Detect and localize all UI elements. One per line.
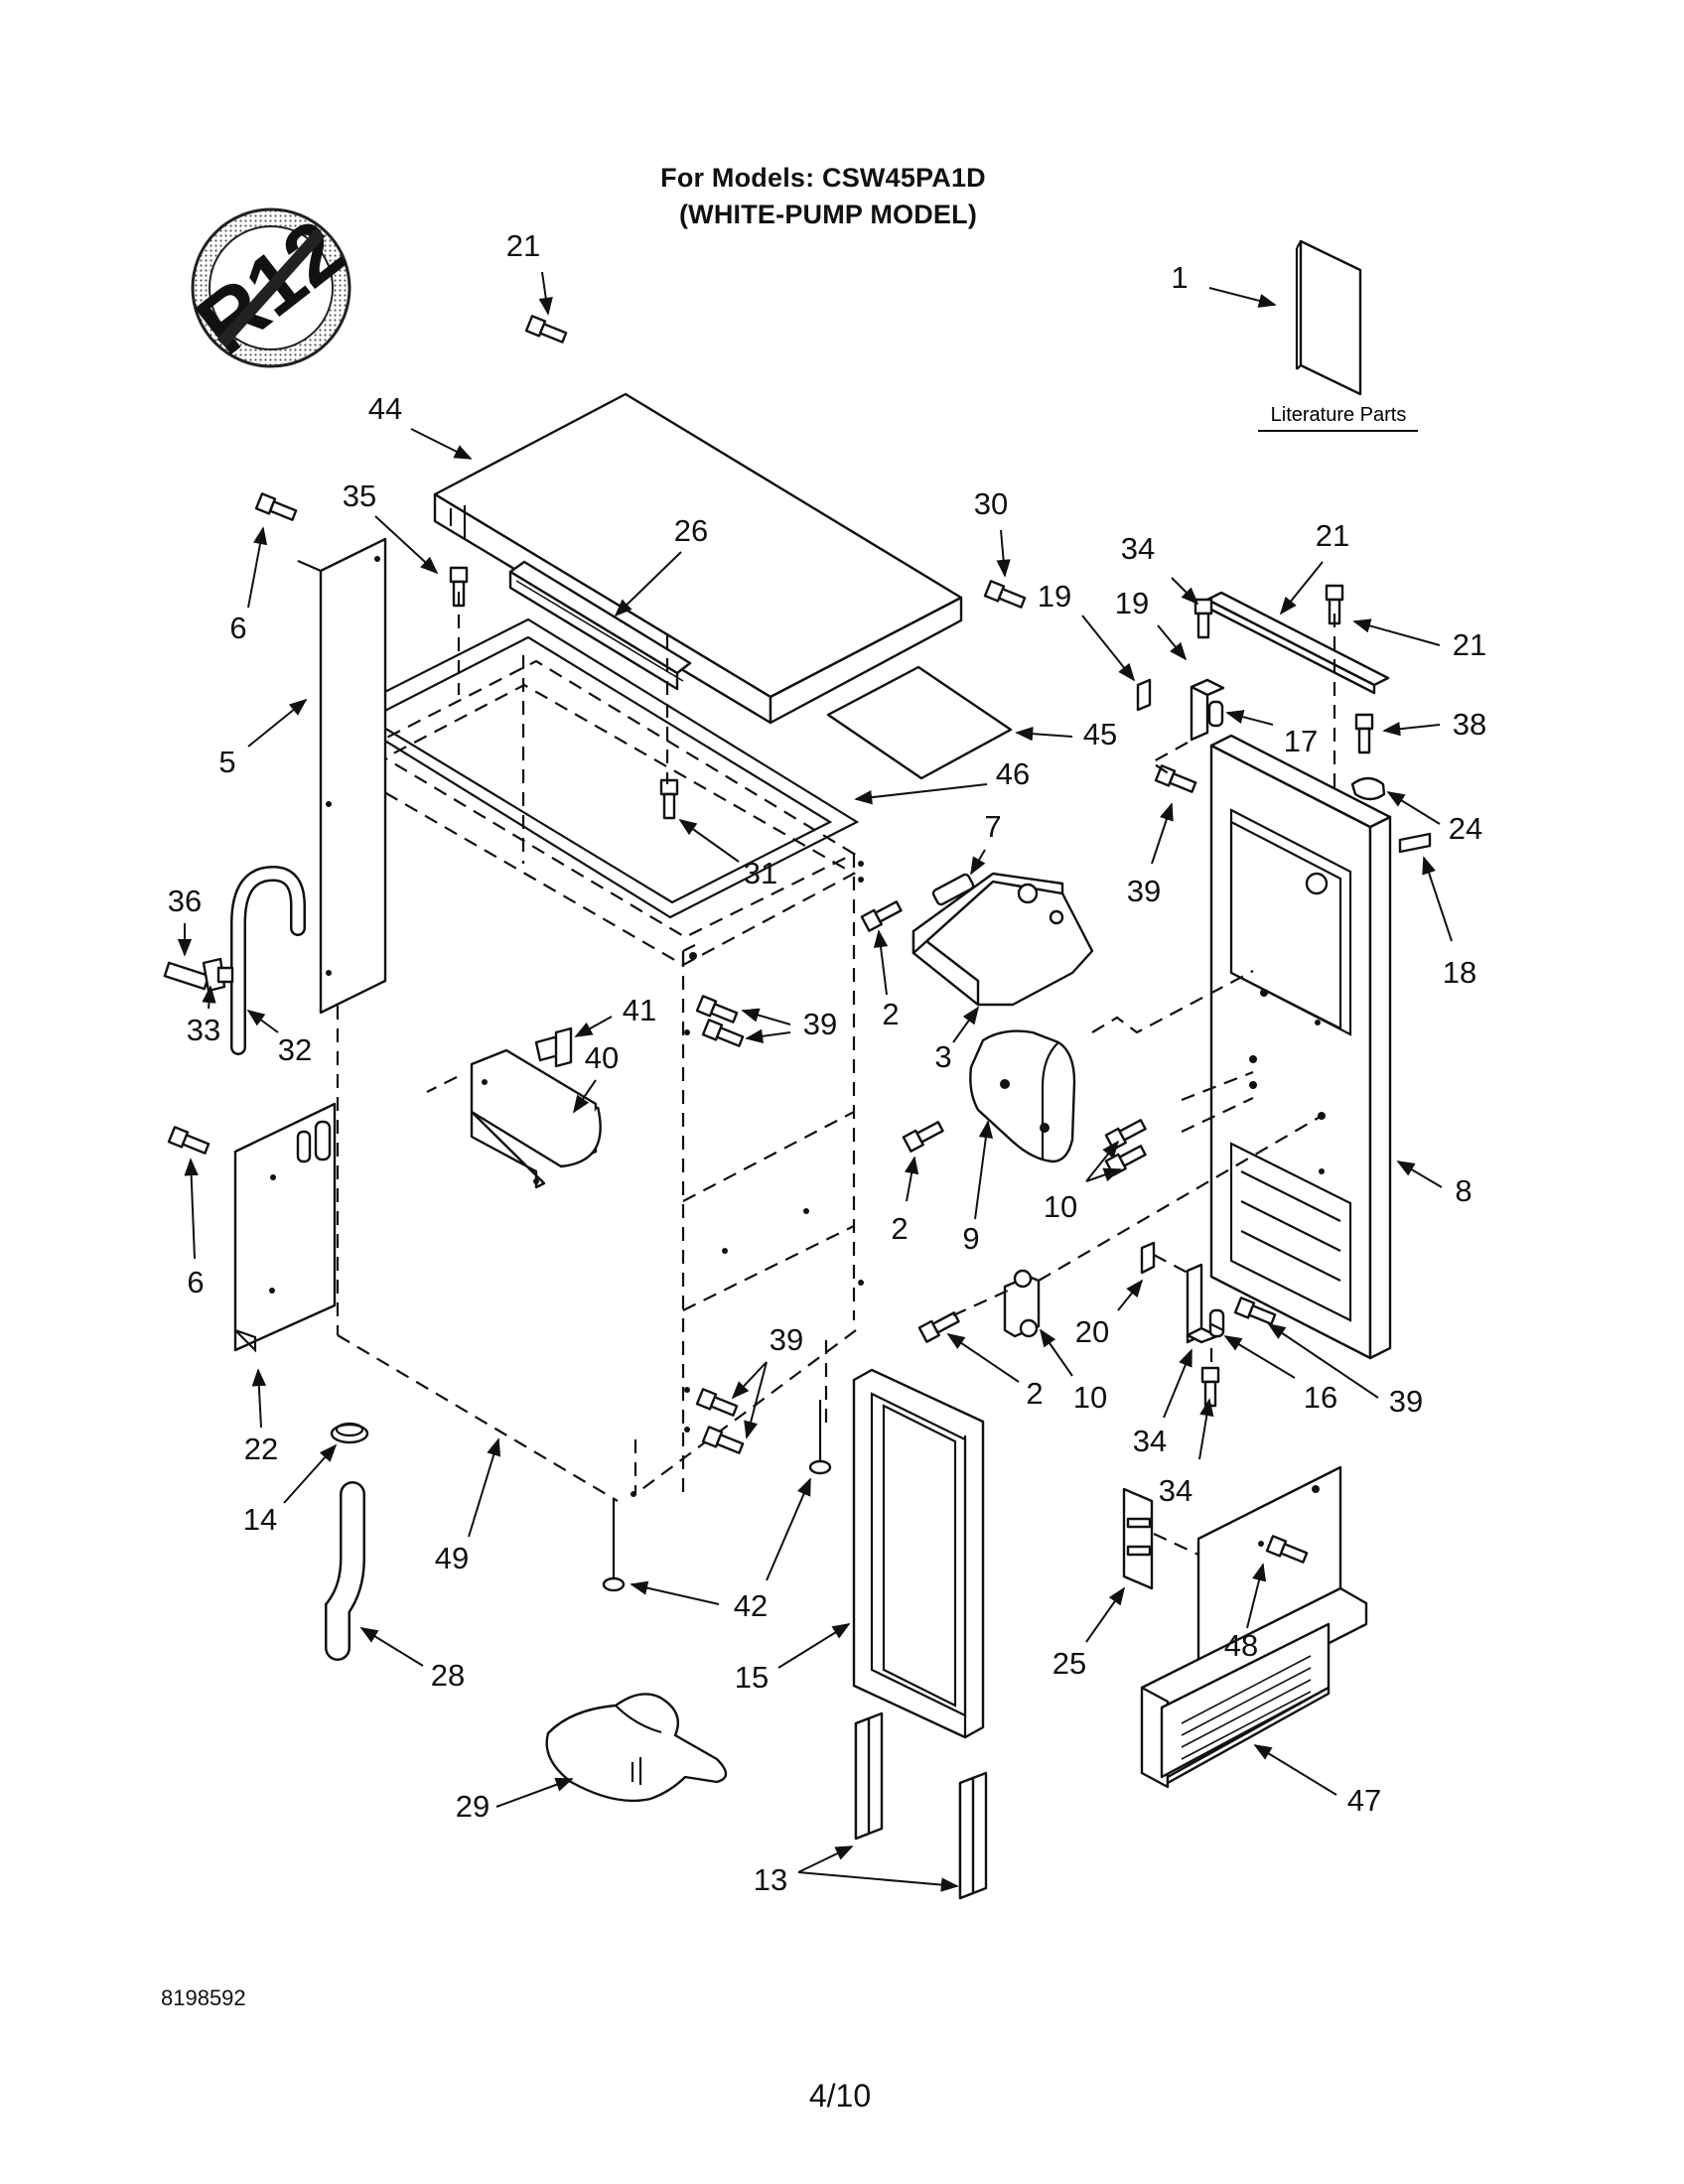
callout-29: 29 [456,1789,490,1824]
callout-2b: 2 [891,1211,908,1246]
clip-41 [534,1026,573,1068]
callout-46: 46 [996,756,1030,791]
assembly-guide-lines [426,592,1336,1556]
diagram-subtitle: (WHITE-PUMP MODEL) [678,200,978,229]
document-number: 8198592 [161,1985,246,2010]
prohibition-slash [216,228,326,347]
callout-49: 49 [435,1541,469,1575]
clamp-washer [330,1422,369,1444]
callout-44: 44 [368,391,402,426]
screw-fasteners [167,315,1374,1564]
callout-10: 10 [1044,1189,1077,1224]
callout-16b: 16 [1304,1380,1337,1415]
door-assembly [1209,734,1392,1360]
door-strips [854,1711,988,1900]
bracket-25 [1122,1487,1154,1590]
callout-19b: 20 [1075,1314,1109,1349]
literature-booklet: Literature Parts [1258,239,1418,432]
callout-4: 7 [984,809,1001,844]
callout-26: 26 [674,513,708,548]
callout-39a: 39 [803,1007,837,1041]
callout-2c: 2 [1026,1376,1043,1411]
door-frame [852,1368,985,1739]
callout-6b: 6 [187,1265,204,1299]
door-clip [1003,1269,1041,1338]
ice-chute [912,872,1094,1007]
callout-39c: 39 [1389,1384,1423,1419]
callout-7: 8 [1455,1173,1472,1208]
callout-39b: 39 [1127,874,1161,908]
callout-5: 5 [218,745,235,779]
callout-21c: 21 [1453,627,1486,662]
callout-14: 14 [243,1502,277,1537]
pin-4 [931,873,975,906]
lower-hinge [1140,1241,1225,1344]
callout-33: 34 [1133,1424,1167,1458]
callout-35: 35 [343,478,376,513]
callout-39d: 39 [770,1322,803,1357]
callout-48: 48 [1224,1628,1258,1663]
callout-32: 33 [187,1013,220,1047]
callout-20: 21 [1316,518,1349,553]
rear-channel [508,560,692,691]
callout-41: 41 [623,993,656,1027]
callout-21b: 30 [974,486,1008,521]
callout-30: 31 [744,856,777,890]
insulation-pad [826,665,1013,780]
callout-19a: 19 [1038,579,1071,614]
diagram-title: For Models: CSW45PA1D [660,163,986,193]
callout-47: 47 [1347,1783,1381,1818]
callout-1: 1 [1171,260,1188,295]
callout-34b: 34 [1159,1473,1193,1508]
door-gasket-17 [1398,832,1432,854]
callout-38: 38 [1453,707,1486,742]
leveling-legs [602,1400,832,1592]
callout-36: 36 [168,884,202,918]
callout-34a: 34 [1121,531,1155,566]
callout-16a: 17 [1284,724,1318,758]
ice-scoop [545,1693,728,1803]
lower-side-plate [233,1102,337,1353]
drain-hose [325,1481,365,1661]
literature-caption: Literature Parts [1271,404,1407,426]
callout-3: 3 [934,1039,951,1074]
callout-24: 24 [1449,811,1482,846]
drain-tube [230,865,306,1055]
callout-31: 32 [278,1032,312,1067]
clamp-screw [163,957,234,993]
callout-2a: 2 [882,997,899,1031]
callout-6a: 6 [229,611,246,645]
callout-9: 10 [1073,1380,1107,1415]
bin-bracket [470,1048,602,1189]
callout-17: 18 [1443,955,1476,990]
callout-28: 28 [431,1658,465,1693]
callout-42: 42 [734,1588,768,1623]
callout-25: 25 [1052,1646,1086,1681]
page-number: 4/10 [808,2078,872,2114]
callout-21a: 21 [506,228,540,263]
callout-8: 9 [962,1221,979,1256]
callout-40: 40 [585,1040,619,1075]
callout-18: 19 [1115,586,1149,620]
callout-15: 15 [735,1660,769,1695]
cabinet-body-outline [336,655,864,1502]
door-stop-24 [1350,776,1386,801]
top-hinge-bracket-20 [1205,591,1390,695]
callout-13: 13 [754,1862,787,1897]
upper-hinge [1136,678,1225,742]
callout-45: 45 [1083,717,1117,751]
callout-labels: 21 1 44 35 6 26 30 5 45 46 31 7 [168,228,1486,1897]
callout-22: 22 [244,1432,278,1466]
chute-cover [969,1029,1076,1163]
side-rail [297,537,387,1015]
no-r12-badge: R12 [180,202,361,373]
grille-assembly [1140,1465,1368,1789]
